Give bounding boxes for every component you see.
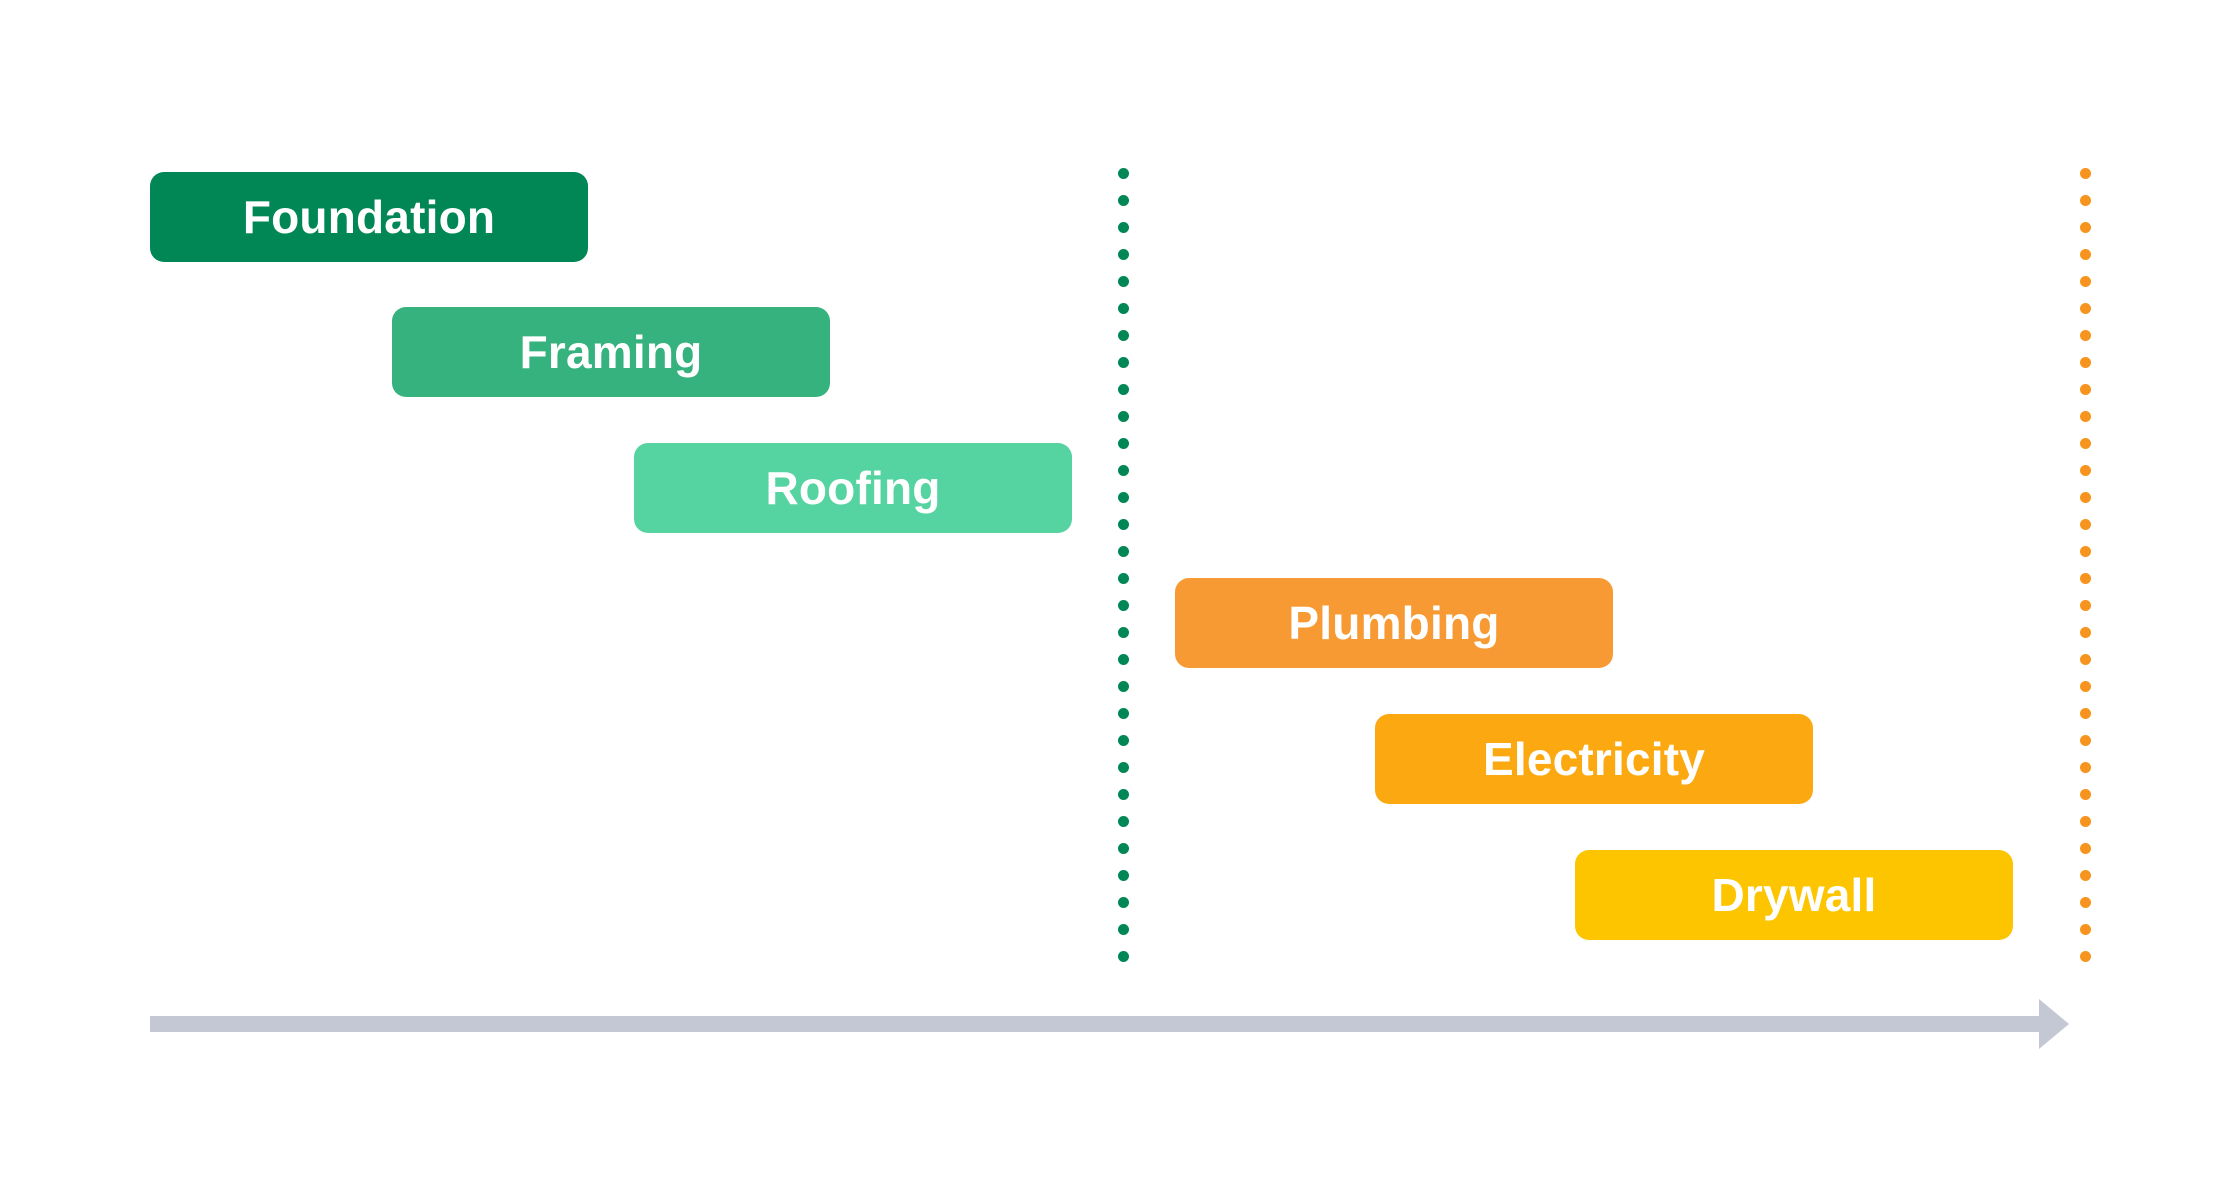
milestone-dot [2080, 951, 2091, 962]
milestone-dot [2080, 168, 2091, 179]
milestone-dot [1118, 492, 1129, 503]
task-bar-foundation[interactable]: Foundation [150, 172, 588, 262]
milestone-dot [2080, 276, 2091, 287]
milestone-dot [2080, 303, 2091, 314]
milestone-dot [1118, 384, 1129, 395]
milestone-dot [2080, 762, 2091, 773]
milestone-dot [1118, 276, 1129, 287]
task-label-drywall: Drywall [1711, 869, 1877, 921]
milestone-dot [1118, 330, 1129, 341]
milestone-dot [2080, 708, 2091, 719]
time-axis [150, 999, 2069, 1049]
milestone-dot [1118, 546, 1129, 557]
milestone-dot [1118, 735, 1129, 746]
task-bar-drywall[interactable]: Drywall [1575, 850, 2013, 940]
milestone-dot [2080, 222, 2091, 233]
milestone-dot [2080, 357, 2091, 368]
milestone-dot [2080, 546, 2091, 557]
milestone-dot [2080, 816, 2091, 827]
milestone-dot [1118, 654, 1129, 665]
milestone-dot [1118, 924, 1129, 935]
milestone-line-structural-phase-boundary [1118, 168, 1129, 962]
milestone-dot [2080, 627, 2091, 638]
milestone-dot [1118, 816, 1129, 827]
milestone-dot [2080, 411, 2091, 422]
task-label-electricity: Electricity [1482, 733, 1706, 785]
milestone-dot [2080, 843, 2091, 854]
milestone-dot [1118, 249, 1129, 260]
milestone-dot [2080, 249, 2091, 260]
task-label-foundation: Foundation [242, 191, 496, 243]
milestone-dot [1118, 222, 1129, 233]
milestone-dot [2080, 897, 2091, 908]
milestone-dot [1118, 870, 1129, 881]
milestone-dot [2080, 789, 2091, 800]
task-label-framing: Framing [519, 326, 703, 378]
task-bar-electricity[interactable]: Electricity [1375, 714, 1813, 804]
milestone-dot [1118, 438, 1129, 449]
milestone-dot [1118, 195, 1129, 206]
milestone-dot [1118, 357, 1129, 368]
milestone-dot [1118, 951, 1129, 962]
milestone-dot [1118, 519, 1129, 530]
milestone-dot [2080, 924, 2091, 935]
time-axis-shaft [150, 1016, 2040, 1032]
milestone-dot [1118, 573, 1129, 584]
milestone-dot [1118, 627, 1129, 638]
milestone-dot [1118, 303, 1129, 314]
task-bar-roofing[interactable]: Roofing [634, 443, 1072, 533]
task-label-roofing: Roofing [765, 462, 941, 514]
task-bar-framing[interactable]: Framing [392, 307, 830, 397]
milestone-dot [1118, 168, 1129, 179]
milestone-dot [2080, 492, 2091, 503]
milestone-dot [2080, 735, 2091, 746]
milestone-dot [1118, 762, 1129, 773]
milestone-dot [2080, 681, 2091, 692]
milestone-dot [2080, 438, 2091, 449]
milestone-dot [1118, 600, 1129, 611]
milestone-dot [2080, 330, 2091, 341]
milestone-dot [1118, 897, 1129, 908]
milestone-dot [2080, 195, 2091, 206]
milestone-dot [2080, 600, 2091, 611]
task-label-plumbing: Plumbing [1288, 597, 1500, 649]
milestone-dot [2080, 654, 2091, 665]
milestone-dot [1118, 411, 1129, 422]
milestone-dot [2080, 870, 2091, 881]
milestone-dot [1118, 681, 1129, 692]
milestone-dot [2080, 384, 2091, 395]
task-bar-plumbing[interactable]: Plumbing [1175, 578, 1613, 668]
milestone-dot [1118, 708, 1129, 719]
arrow-right-icon [2039, 999, 2069, 1049]
milestone-dot [1118, 843, 1129, 854]
milestone-dot [2080, 573, 2091, 584]
milestone-line-systems-phase-boundary [2080, 168, 2091, 962]
milestone-dot [1118, 789, 1129, 800]
milestone-dot [2080, 465, 2091, 476]
milestone-dot [1118, 465, 1129, 476]
milestone-dot [2080, 519, 2091, 530]
